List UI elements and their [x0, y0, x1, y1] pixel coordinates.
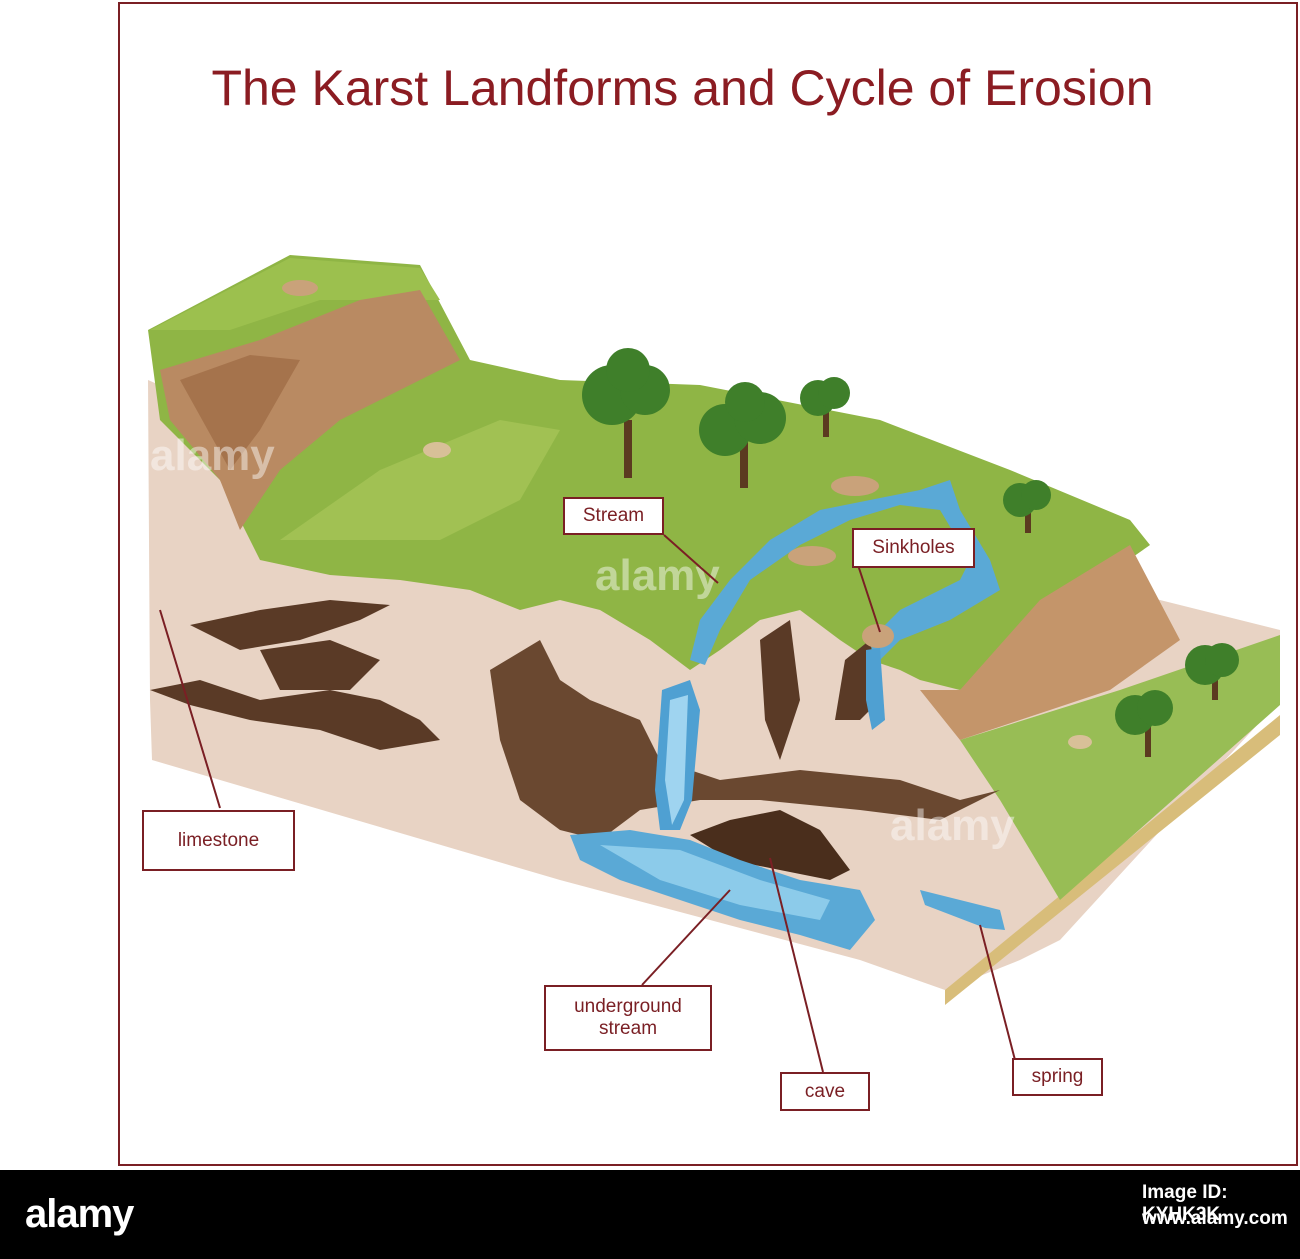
watermark-text: alamy: [150, 431, 275, 480]
leader-line-limestone: [159, 609, 221, 809]
left-cave-network: [150, 600, 440, 750]
label-spring: spring: [1012, 1058, 1103, 1096]
boulder: [423, 442, 451, 458]
leader-line-cave: [769, 857, 824, 1073]
leader-line-sinkholes: [857, 564, 881, 633]
right-cliff: [920, 545, 1180, 740]
leader-line-underground-stream: [641, 889, 731, 986]
diagram-title: The Karst Landforms and Cycle of Erosion: [211, 60, 1154, 116]
footer-logo: alamy: [25, 1192, 134, 1236]
left-cliff: [160, 290, 460, 530]
central-cave-passages: [490, 640, 1000, 840]
sinkhole-shaft: [760, 620, 880, 760]
leader-line-stream: [663, 534, 719, 584]
cave-chamber: [690, 810, 850, 880]
boulder: [1068, 735, 1092, 749]
tree-group: [582, 348, 1239, 757]
sinkhole-mound: [788, 546, 836, 566]
label-stream: Stream: [563, 497, 664, 535]
karst-illustration: alamy alamy alamy: [148, 255, 1280, 1073]
footer-image-id: Image ID: KYHK3K: [1142, 1182, 1228, 1225]
watermark-text: alamy: [595, 551, 720, 600]
watermark-text: alamy: [890, 801, 1015, 850]
label-underground-stream: underground stream: [544, 985, 712, 1051]
leader-line-spring: [979, 924, 1016, 1061]
sinkhole-mound: [831, 476, 879, 496]
footer-url: www.alamy.com: [1142, 1208, 1288, 1229]
sinkhole-mound: [282, 280, 318, 296]
label-limestone: limestone: [142, 810, 295, 871]
stock-footer: alamy Image ID: KYHK3K www.alamy.com: [0, 1170, 1300, 1259]
sinkhole-mound: [862, 624, 894, 648]
label-sinkholes: Sinkholes: [852, 528, 975, 568]
label-cave: cave: [780, 1072, 870, 1111]
block-base-edge: [945, 715, 1280, 1005]
sinkhole-falls: [866, 648, 885, 730]
spring-outflow: [920, 890, 1005, 930]
surface-stream: [690, 480, 1000, 665]
right-valley-grass: [960, 635, 1280, 900]
